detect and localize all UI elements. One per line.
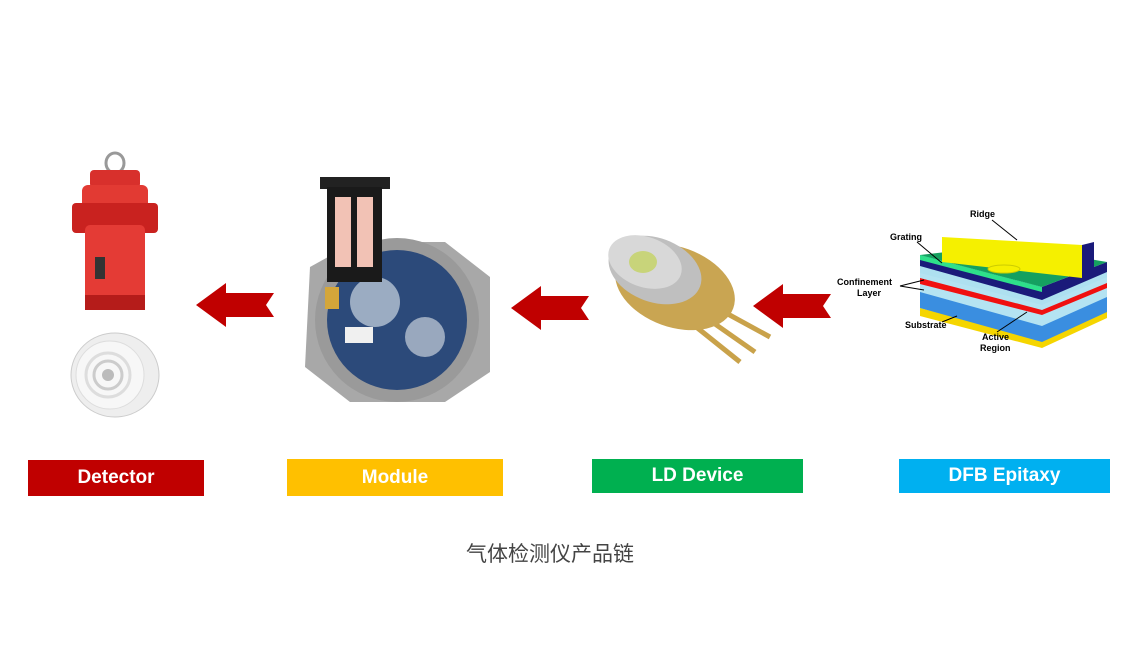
ld-device-image [608,235,772,364]
caption: 气体检测仪产品链 [466,542,634,566]
dfb-label-grating: Grating [890,232,922,242]
arrow-left-icon [753,284,831,328]
detector-image [70,151,160,418]
dfb-epitaxy-diagram: Ridge Grating Confinement Layer Substrat… [837,209,1107,353]
arrow-left-icon [196,283,274,327]
stage-label-module: Module [287,459,503,496]
arrow-left-icon [511,286,589,330]
dfb-label-confinement-2: Layer [857,288,882,298]
dfb-label-confinement-1: Confinement [837,277,892,287]
stage-label-ld-device: LD Device [592,459,803,493]
dfb-label-active-2: Region [980,343,1011,353]
module-image [305,177,490,402]
stage-label-detector: Detector [28,460,204,496]
dfb-label-ridge: Ridge [970,209,995,219]
dfb-label-substrate: Substrate [905,320,947,330]
dfb-label-active-1: Active [982,332,1009,342]
stage-label-dfb-epitaxy: DFB Epitaxy [899,459,1110,493]
